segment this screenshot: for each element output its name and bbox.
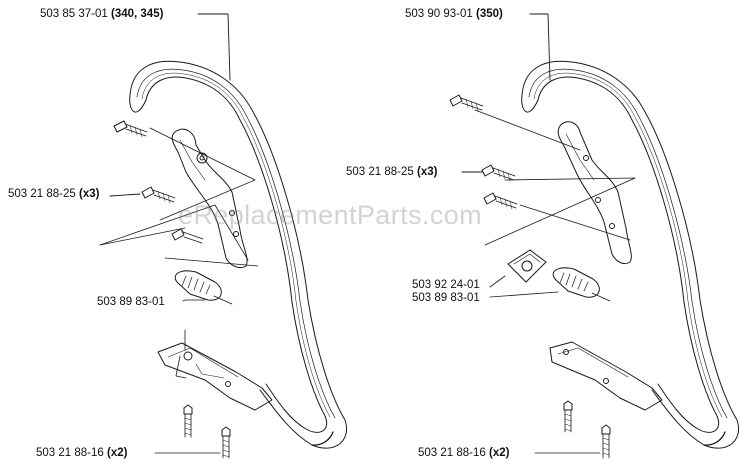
left-handle-label: 503 85 37-01 (340, 345) [40,8,163,21]
part-number: 503 21 88-25 [8,188,76,200]
right-handle-label: 503 90 93-01 (350) [405,8,503,21]
handle-mount-plate [171,128,248,269]
screw-icon [171,228,204,244]
spring-icon [174,270,233,305]
left-spring-label: 503 89 83-01 [97,296,165,309]
quantity: (x2) [489,447,510,459]
screw-icon [113,120,148,138]
screw-icon [481,164,516,182]
left-screw-label: 503 21 88-25 (x3) [8,188,99,201]
right-spring-label: 503 89 83-01 [412,292,480,305]
part-number: 503 89 83-01 [97,296,165,308]
right-bottom-screw-label: 503 21 88-16 (x2) [418,447,509,460]
quantity: (x3) [79,188,100,200]
part-number: 503 92 24-01 [412,279,480,291]
quantity: (x2) [107,447,128,459]
right-assembly [449,13,739,459]
right-bracket-label: 503 92 24-01 [412,279,480,292]
screw-icon [563,400,573,433]
quantity: (x3) [417,166,438,178]
model-numbers: (350) [476,8,503,20]
screw-icon [183,404,193,438]
screw-icon [483,192,518,210]
part-number: 503 85 37-01 [40,8,108,20]
part-number: 503 21 88-16 [418,447,486,459]
spring-icon [552,267,611,302]
part-number: 503 21 88-16 [36,447,104,459]
handle-foot-mount [157,342,273,411]
screw-icon [601,424,611,459]
handlebar-icon [521,60,739,449]
left-assembly [99,13,347,459]
watermark: eReplacementParts.com [178,200,483,230]
handlebar-icon [129,60,347,449]
part-number: 503 90 93-01 [405,8,473,20]
part-number: 503 89 83-01 [412,292,480,304]
part-number: 503 21 88-25 [346,166,414,178]
right-screw-label: 503 21 88-25 (x3) [346,166,437,179]
screw-icon [449,94,484,112]
screw-icon [141,186,176,204]
screw-icon [221,426,231,459]
left-bottom-screw-label: 503 21 88-16 (x2) [36,447,127,460]
handle-mount-plate [557,121,632,265]
bracket-icon [507,249,547,283]
handle-foot-mount [549,341,663,411]
model-numbers: (340, 345) [111,8,164,20]
